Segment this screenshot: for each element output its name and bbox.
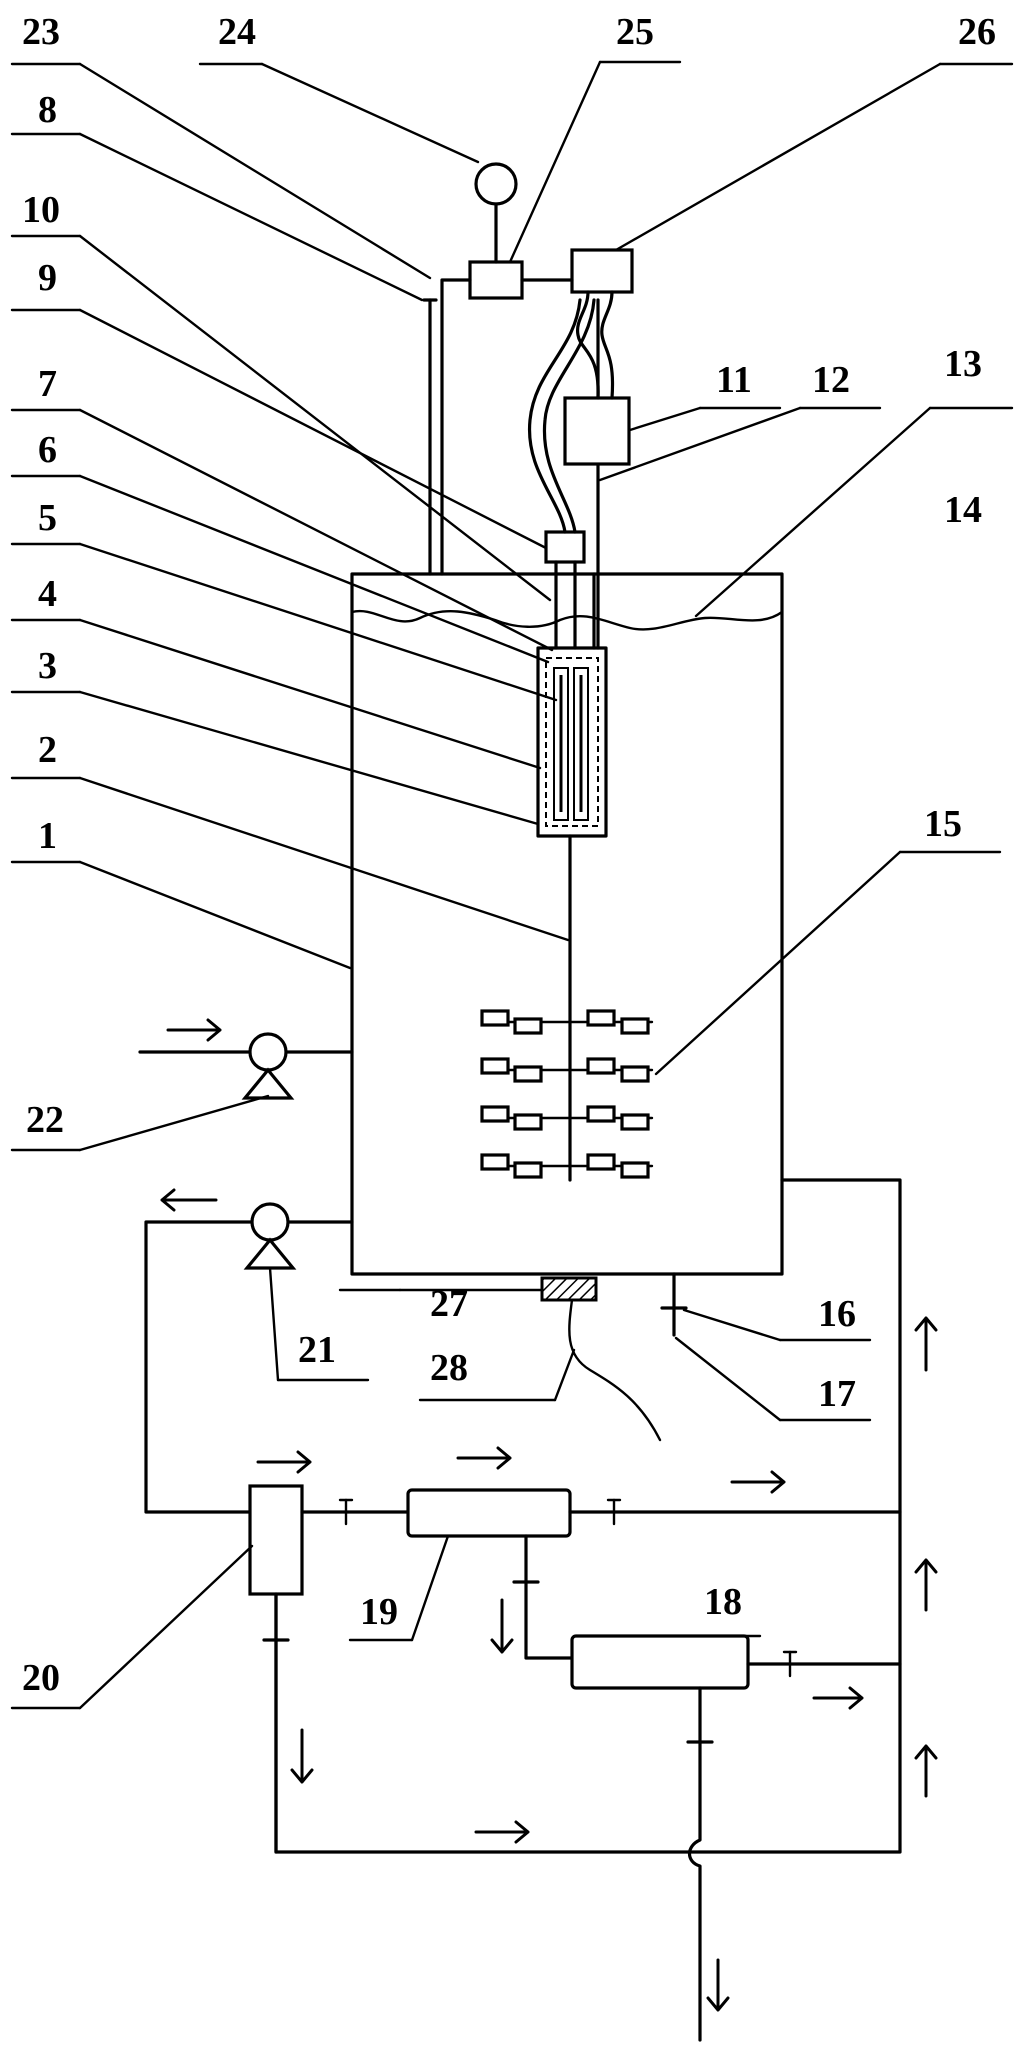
- label-28: 28: [430, 1347, 468, 1389]
- label-8: 8: [38, 89, 57, 131]
- label-10: 10: [22, 189, 60, 231]
- filter-19: [406, 1488, 572, 1538]
- label-24: 24: [218, 11, 256, 53]
- label-23: 23: [22, 11, 60, 53]
- label-18: 18: [704, 1581, 742, 1623]
- leader-lines: [10, 60, 1014, 1710]
- label-1: 1: [38, 815, 57, 857]
- sensor-box: [544, 530, 586, 564]
- separator-20: [248, 1484, 304, 1596]
- label-22: 22: [26, 1099, 64, 1141]
- arrow-out-21: [160, 1188, 218, 1212]
- controller-box-11: [563, 396, 631, 466]
- inlet-pump-22: [138, 1032, 354, 1100]
- label-6: 6: [38, 429, 57, 471]
- label-3: 3: [38, 645, 57, 687]
- stirrer-blades: [480, 1009, 654, 1179]
- label-20: 20: [22, 1657, 60, 1699]
- heater-wire-28: [568, 1298, 662, 1442]
- label-2: 2: [38, 729, 57, 771]
- membrane-18: [570, 1634, 750, 1690]
- gas-pipe-23: [440, 278, 472, 576]
- label-12: 12: [812, 359, 850, 401]
- label-27: 27: [430, 1283, 468, 1325]
- label-9: 9: [38, 257, 57, 299]
- valve-box-25: [468, 260, 524, 300]
- label-16: 16: [818, 1293, 856, 1335]
- arrow-in-22: [166, 1018, 222, 1042]
- part-labels: 23 24 25 26 8 10 9 7 6 5 4 3 2 1 22 11 1…: [22, 11, 996, 1699]
- cable-a: [527, 298, 582, 534]
- label-13: 13: [944, 343, 982, 385]
- label-21: 21: [298, 1329, 336, 1371]
- label-14: 14: [944, 489, 982, 531]
- label-19: 19: [360, 1591, 398, 1633]
- controller-box-26: [570, 248, 634, 294]
- label-26: 26: [958, 11, 996, 53]
- outlet-pump-21: [144, 1202, 354, 1514]
- label-11: 11: [716, 359, 752, 401]
- reactor-vessel: [350, 572, 784, 1276]
- label-15: 15: [924, 803, 962, 845]
- liquid-surface: [350, 609, 784, 631]
- label-7: 7: [38, 363, 57, 405]
- label-17: 17: [818, 1373, 856, 1415]
- label-5: 5: [38, 497, 57, 539]
- label-25: 25: [616, 11, 654, 53]
- electrode-module: [536, 646, 608, 838]
- pressure-gauge-24: [474, 162, 518, 206]
- label-4: 4: [38, 573, 57, 615]
- heater-27: [540, 1276, 598, 1302]
